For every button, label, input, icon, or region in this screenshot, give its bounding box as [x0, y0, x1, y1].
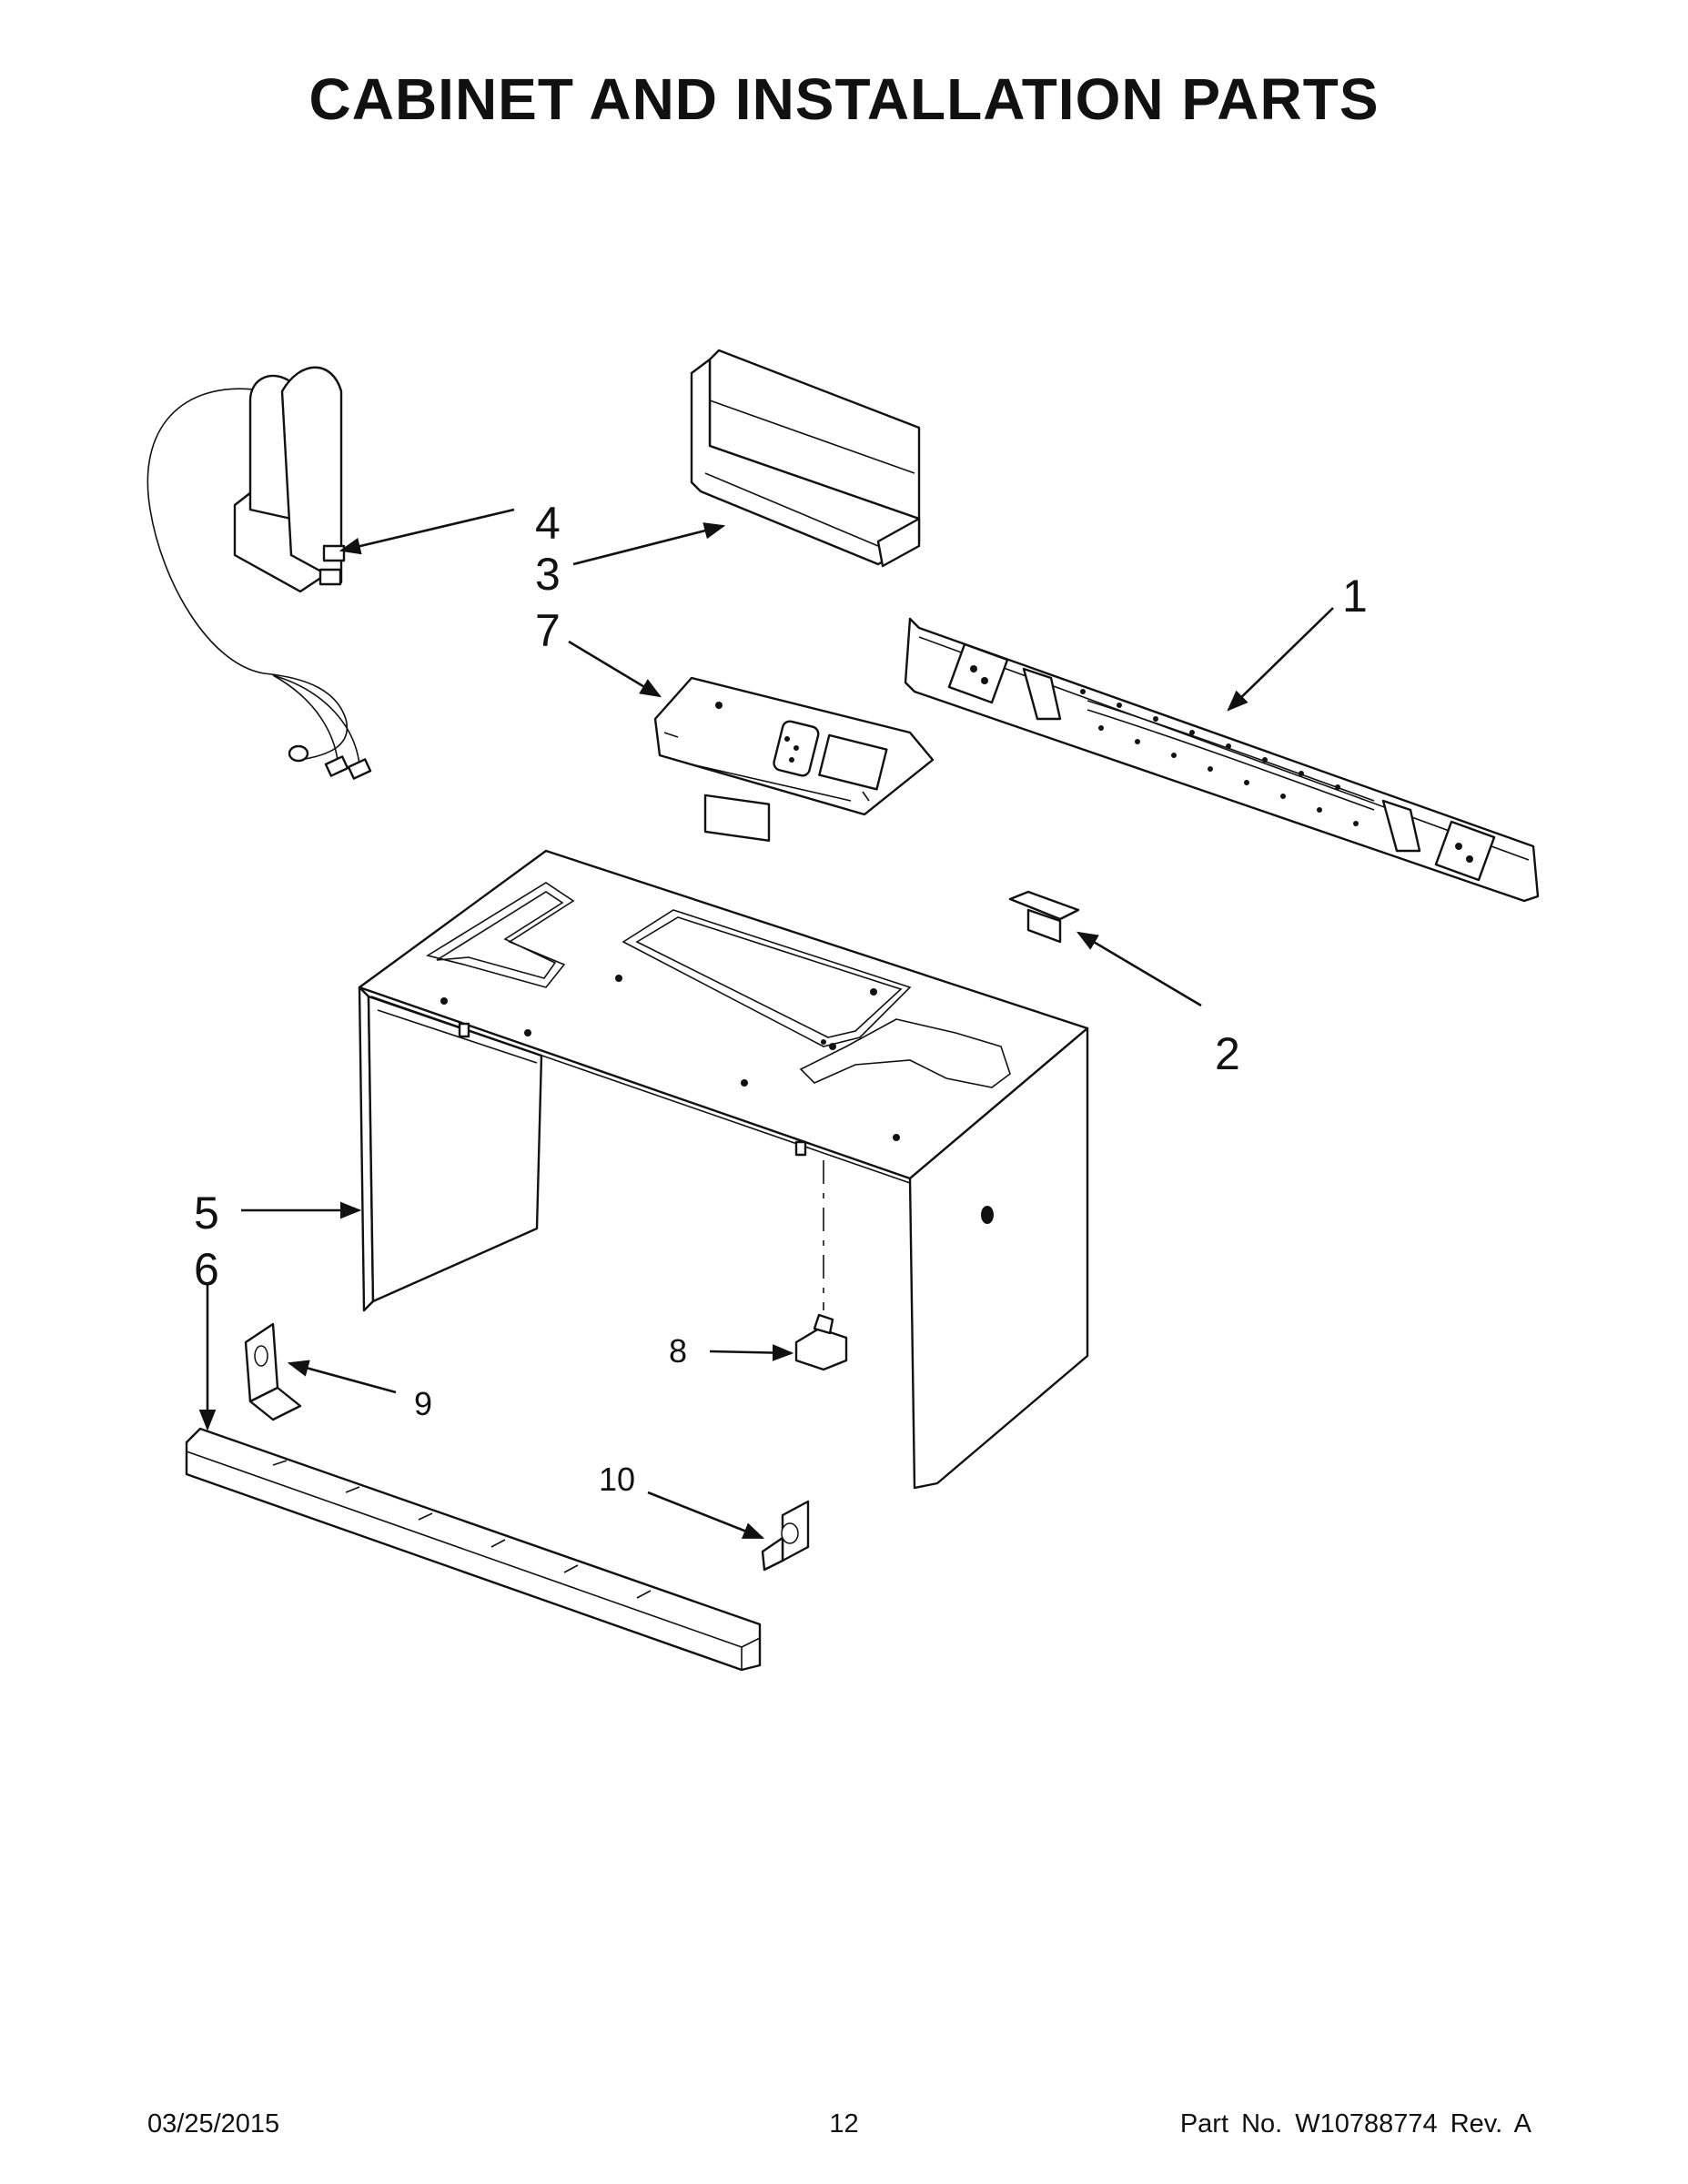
part-7-mounting-plate: [653, 676, 935, 842]
callout-10: 10: [599, 1461, 635, 1498]
callout-1: 1: [1342, 571, 1368, 622]
arrow-10: [647, 1491, 765, 1540]
callout-4: 4: [535, 498, 561, 549]
part-5-cabinet: [358, 849, 1089, 1490]
part-6-grille: [185, 1427, 762, 1672]
footer-page-number: 12: [829, 2109, 859, 2138]
callout-2: 2: [1215, 1028, 1240, 1079]
callout-9: 9: [414, 1385, 432, 1422]
page-title: CABINET AND INSTALLATION PARTS: [308, 66, 1380, 132]
callout-3: 3: [535, 549, 561, 600]
arrow-1: [1227, 607, 1334, 712]
part-2-clip: [1008, 890, 1080, 944]
part-8-connector: [794, 1160, 848, 1371]
part-4-power-cord: [147, 366, 372, 780]
arrow-9: [287, 1360, 397, 1394]
footer-date: 03/25/2015: [147, 2109, 280, 2138]
footer-part-number: Part No. W10788774 Rev. A: [1179, 2109, 1531, 2138]
arrow-4: [339, 508, 515, 555]
part-3-damper: [690, 349, 921, 568]
callout-8: 8: [669, 1332, 687, 1370]
part-1-mounting-rail: [904, 617, 1540, 903]
part-9-bracket: [244, 1322, 302, 1421]
callout-6: 6: [194, 1244, 219, 1295]
arrow-2: [1076, 931, 1202, 1007]
leader-arrows: [198, 508, 1334, 1540]
arrow-7: [568, 640, 662, 698]
part-10-bracket: [761, 1500, 810, 1572]
callout-5: 5: [194, 1188, 219, 1239]
arrow-8: [709, 1344, 794, 1361]
arrow-3: [572, 522, 726, 566]
callout-7: 7: [535, 605, 561, 656]
